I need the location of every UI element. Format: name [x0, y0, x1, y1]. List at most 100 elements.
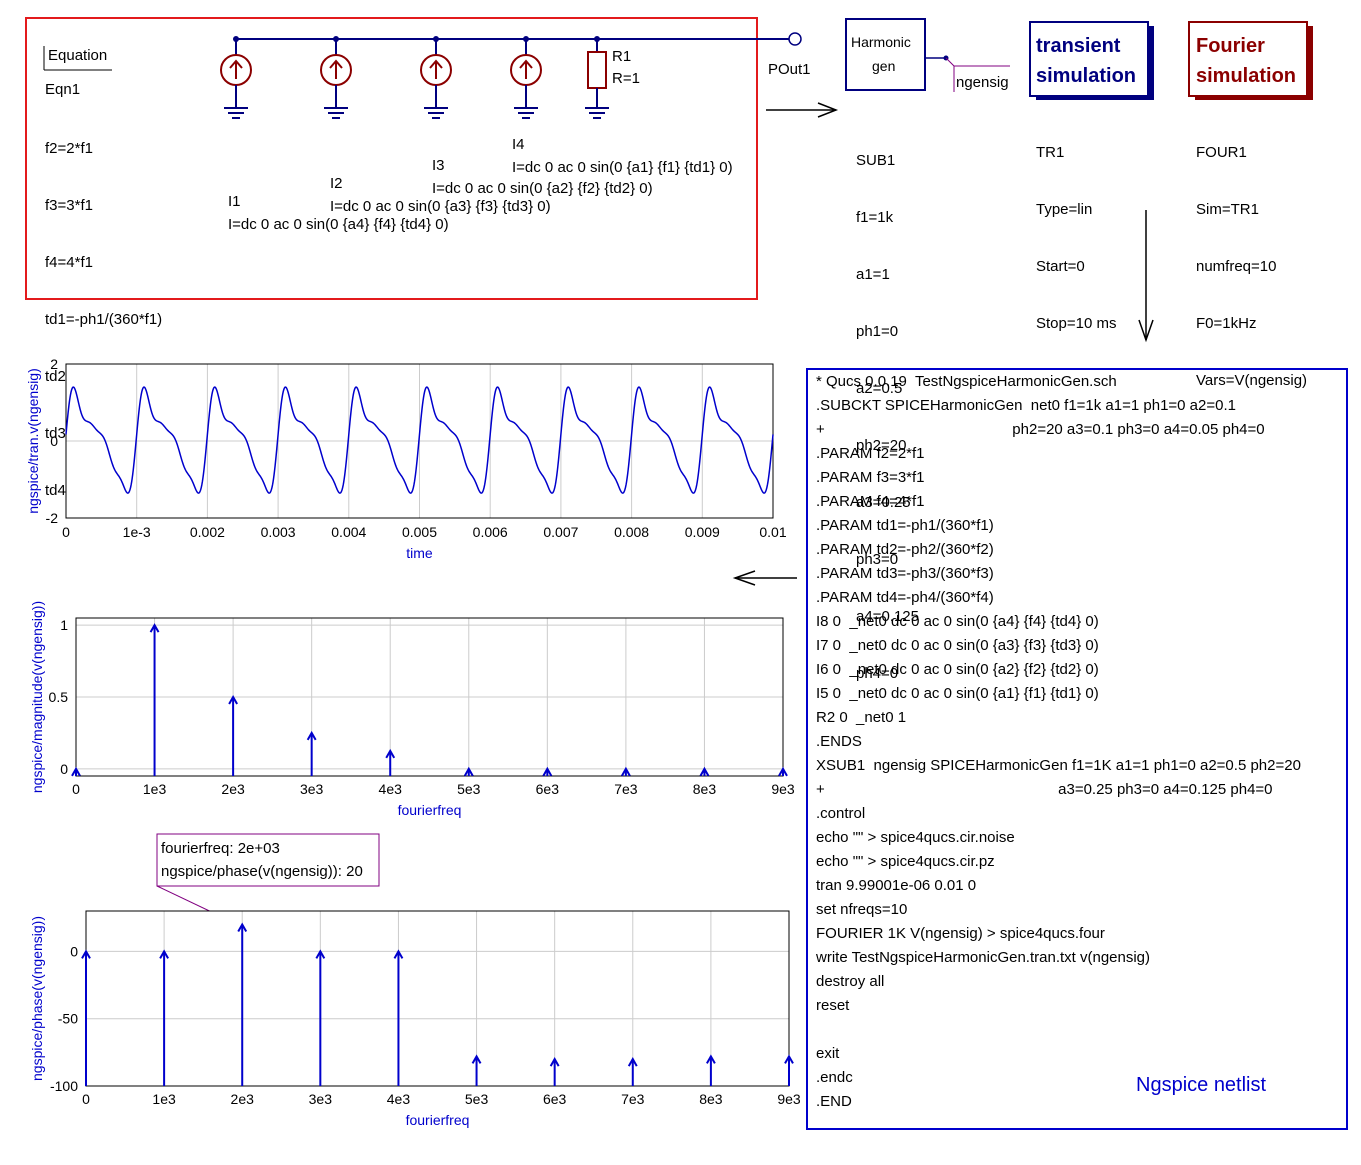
subcircuit-param: ph1=0 [856, 323, 899, 340]
subcircuit-block[interactable] [845, 18, 1010, 92]
transient-param: Stop=10 ms [1036, 315, 1117, 332]
y-axis-label: ngspice/magnitude(v(ngensig)) [29, 601, 45, 793]
y-tick-label: -50 [58, 1011, 78, 1027]
arrow-left [732, 570, 797, 586]
tooltip-box [156, 833, 380, 887]
stem-arrowhead [542, 766, 553, 777]
stem-arrowhead [306, 730, 317, 741]
netlist-line: tran 9.99001e-06 0.01 0 [816, 877, 977, 894]
x-tick-label: 2e3 [231, 1091, 255, 1107]
x-tick-label: 8e3 [693, 781, 717, 797]
netlist-line: I5 0 _net0 dc 0 ac 0 sin(0 {a1} {f1} {td… [816, 685, 1099, 702]
stem-arrowhead [706, 1054, 716, 1064]
y-tick-label: 2 [50, 356, 58, 372]
fourier-param: F0=1kHz [1196, 315, 1257, 332]
source-value: I=dc 0 ac 0 sin(0 {a1} {f1} {td1} 0) [512, 159, 733, 176]
transient-title: transient [1036, 35, 1121, 57]
netlist-line: .PARAM f4=4*f1 [816, 493, 925, 510]
netlist-line: I6 0 _net0 dc 0 ac 0 sin(0 {a2} {f2} {td… [816, 661, 1099, 678]
netlist-line: set nfreqs=10 [816, 901, 908, 918]
stem-arrowhead [159, 949, 169, 959]
stem-arrowhead [627, 1057, 638, 1067]
netlist-line: + ph2=20 a3=0.1 ph3=0 a4=0.05 ph4=0 [816, 421, 1265, 438]
arrow-down [1138, 210, 1154, 343]
equation-name: Eqn1 [45, 81, 81, 98]
current-source-4[interactable] [510, 36, 542, 119]
transient-block[interactable] [1029, 21, 1154, 100]
netlist-line: exit [816, 1045, 840, 1062]
current-source-3[interactable] [420, 36, 452, 119]
resistor-value: R=1 [612, 70, 640, 87]
subcircuit-label: Harmonic [851, 34, 911, 50]
netlist-text: * Qucs 0.0.19 TestNgspiceHarmonicGen.sch… [816, 370, 1301, 1114]
fourier-title: simulation [1196, 65, 1297, 87]
y-tick-label: -100 [50, 1078, 78, 1094]
netlist-line: reset [816, 997, 850, 1014]
netlist-line: write TestNgspiceHarmonicGen.tran.txt v(… [816, 949, 1151, 966]
stem-arrowhead [228, 694, 238, 705]
netlist-line: .PARAM td3=-ph3/(360*f3) [816, 565, 994, 582]
stem-arrowhead [778, 766, 788, 777]
x-tick-label: 0.008 [614, 524, 649, 540]
source-value: I=dc 0 ac 0 sin(0 {a3} {f3} {td3} 0) [330, 198, 551, 215]
source-value: I=dc 0 ac 0 sin(0 {a2} {f2} {td2} 0) [432, 180, 653, 197]
netlist-line: .control [816, 805, 866, 822]
subcircuit-param: SUB1 [856, 152, 896, 169]
x-tick-label: 1e3 [152, 1091, 176, 1107]
schematic-selection-frame [25, 17, 758, 300]
netlist-line: .endc [816, 1069, 853, 1086]
current-source-2[interactable] [320, 36, 352, 119]
plot-border [75, 617, 784, 777]
netlist-line: .ENDS [816, 733, 862, 750]
equation-line: f2=2*f1 [45, 140, 93, 157]
fourier-params: FOUR1 Sim=TR1 numfreq=10 F0=1kHz Vars=V(… [1196, 107, 1307, 409]
x-tick-label: 4e3 [387, 1091, 411, 1107]
stem-arrowhead [81, 949, 91, 959]
x-tick-label: 0.003 [261, 524, 296, 540]
equation-label[interactable]: Equation [48, 47, 108, 64]
stem-arrowhead [549, 1057, 560, 1067]
x-tick-label: 0 [62, 524, 70, 540]
source-name: I2 [330, 175, 343, 192]
x-tick-label: 1e-3 [123, 524, 151, 540]
netlist-line: .SUBCKT SPICEHarmonicGen net0 f1=1k a1=1… [816, 397, 1236, 414]
x-axis-label: time [406, 545, 433, 561]
x-tick-label: 7e3 [614, 781, 638, 797]
y-axis-label: ngspice/tran.v(ngensig) [25, 368, 41, 514]
netlist-line: .END [816, 1093, 852, 1110]
current-source-1[interactable] [220, 36, 252, 119]
x-tick-label: 0 [82, 1091, 90, 1107]
x-tick-label: 3e3 [300, 781, 324, 797]
resistor-r1[interactable] [585, 36, 609, 119]
netlist-line: FOURIER 1K V(ngensig) > spice4qucs.four [816, 925, 1105, 942]
fourier-block[interactable] [1188, 21, 1313, 100]
x-tick-label: 6e3 [543, 1091, 567, 1107]
x-tick-label: 0.002 [190, 524, 225, 540]
transient-param: TR1 [1036, 144, 1065, 161]
y-axis-label: ngspice/phase(v(ngensig)) [29, 916, 45, 1081]
transient-params: TR1 Type=lin Start=0 Stop=10 ms [1036, 107, 1116, 352]
arrow-right [766, 102, 839, 118]
pout1-port[interactable] [788, 32, 802, 46]
fourier-param: FOUR1 [1196, 144, 1247, 161]
y-tick-label: 1 [60, 617, 68, 633]
x-tick-label: 0.005 [402, 524, 437, 540]
port-label: POut1 [768, 61, 811, 78]
source-name: I3 [432, 157, 445, 174]
fourier-param: numfreq=10 [1196, 258, 1277, 275]
equation-line: td1=-ph1/(360*f1) [45, 311, 163, 328]
x-tick-label: 5e3 [465, 1091, 489, 1107]
x-tick-label: 0.009 [685, 524, 720, 540]
tooltip-line: fourierfreq: 2e+03 [161, 840, 280, 857]
tooltip-line: ngspice/phase(v(ngensig)): 20 [161, 863, 363, 880]
x-axis-label: fourierfreq [406, 1112, 470, 1128]
net-label: ngensig [956, 74, 1009, 91]
stem-arrowhead [784, 1054, 794, 1064]
netlist-line: .PARAM td4=-ph4/(360*f4) [816, 589, 994, 606]
subcircuit-param: ph4=0 [856, 665, 899, 682]
fourier-param: Sim=TR1 [1196, 201, 1259, 218]
